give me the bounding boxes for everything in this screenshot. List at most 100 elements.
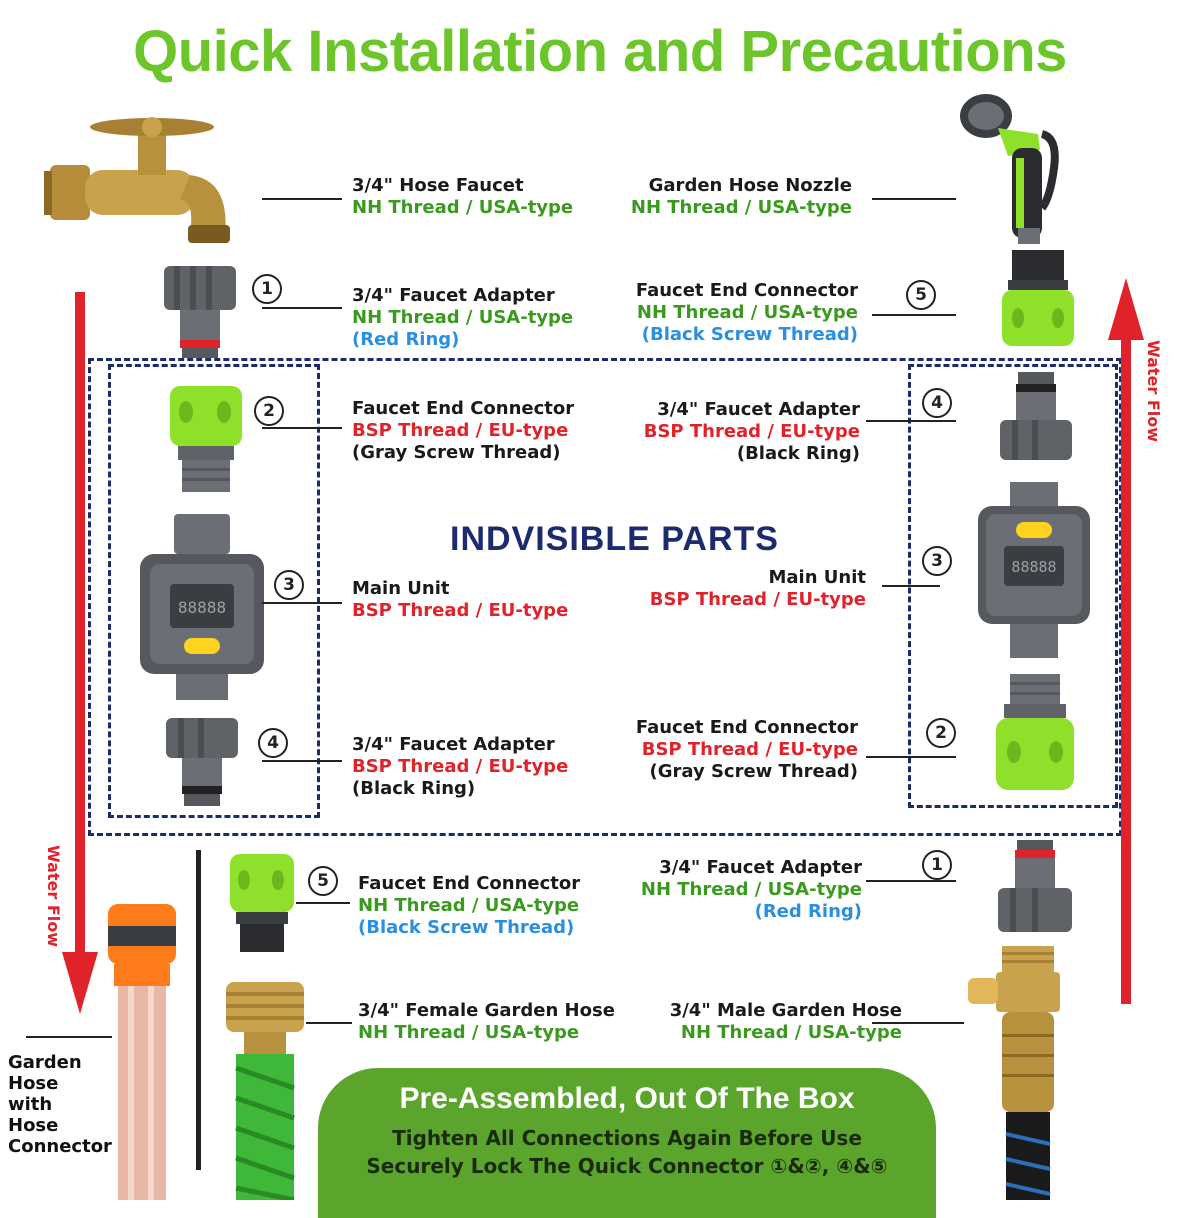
female-garden-hose-image xyxy=(220,978,310,1200)
adapter4-label-right-thread: BSP Thread / EU-type xyxy=(644,421,860,443)
connector5-label-right: Faucet End Connector NH Thread / USA-typ… xyxy=(636,280,858,346)
connector2-label-left-thread: BSP Thread / EU-type xyxy=(352,420,574,442)
adapter4-leader-line-right xyxy=(866,420,956,422)
faucet-end-connector-gray-thread-image-right xyxy=(994,672,1076,792)
adapter4-label-right: 3/4" Faucet Adapter BSP Thread / EU-type… xyxy=(644,399,860,465)
connector5-label-left-title: Faucet End Connector xyxy=(358,873,580,895)
main-unit-leader-line-right xyxy=(882,585,940,587)
faucet-adapter-red-ring-image-right xyxy=(996,838,1074,936)
adapter1-leader-line-left xyxy=(262,307,342,309)
female-hose-leader-line xyxy=(306,1022,352,1024)
adapter1-label-right-title: 3/4" Faucet Adapter xyxy=(641,857,862,879)
nozzle-label-thread: NH Thread / USA-type xyxy=(631,197,852,219)
adapter4-leader-line-left xyxy=(262,760,342,762)
connector5-label-right-note: (Black Screw Thread) xyxy=(636,324,858,346)
main-unit-label-right-title: Main Unit xyxy=(650,567,866,589)
connector5-label-right-title: Faucet End Connector xyxy=(636,280,858,302)
connector2-label-right: Faucet End Connector BSP Thread / EU-typ… xyxy=(636,717,858,783)
right-water-flow-label: Water Flow xyxy=(1144,340,1163,442)
male-hose-label-thread: NH Thread / USA-type xyxy=(670,1022,902,1044)
step-5-badge-left: 5 xyxy=(308,866,338,896)
connector2-leader-line-right xyxy=(866,756,956,758)
main-unit-image-right: 88888 xyxy=(974,480,1094,660)
step-3-badge-left: 3 xyxy=(274,570,304,600)
banner-line-2: Securely Lock The Quick Connector ①&②, ④… xyxy=(318,1152,936,1180)
male-hose-label: 3/4" Male Garden Hose NH Thread / USA-ty… xyxy=(670,1000,902,1044)
garden-hose-connector-image xyxy=(100,900,184,1200)
page-title: Quick Installation and Precautions xyxy=(0,18,1200,85)
brass-faucet-image xyxy=(40,105,240,250)
adapter4-label-left-thread: BSP Thread / EU-type xyxy=(352,756,568,778)
nozzle-label: Garden Hose Nozzle NH Thread / USA-type xyxy=(631,175,852,219)
indivisible-parts-label: INDVISIBLE PARTS xyxy=(450,520,779,559)
female-hose-label-thread: NH Thread / USA-type xyxy=(358,1022,615,1044)
connector5-label-left-note: (Black Screw Thread) xyxy=(358,917,580,939)
adapter1-label-right-note: (Red Ring) xyxy=(641,901,862,923)
connector2-label-right-title: Faucet End Connector xyxy=(636,717,858,739)
adapter1-label-left-note: (Red Ring) xyxy=(352,329,573,351)
main-unit-label-left-thread: BSP Thread / EU-type xyxy=(352,600,568,622)
main-unit-image-left: 88888 xyxy=(136,512,268,702)
male-garden-hose-image xyxy=(966,944,1076,1200)
main-unit-leader-line-left xyxy=(262,602,342,604)
adapter1-label-left-title: 3/4" Faucet Adapter xyxy=(352,285,573,307)
connector2-leader-line-left xyxy=(262,427,342,429)
connector5-leader-line-left xyxy=(296,902,350,904)
step-1-badge-left: 1 xyxy=(252,274,282,304)
step-4-badge-left: 4 xyxy=(258,728,288,758)
main-unit-label-left-title: Main Unit xyxy=(352,578,568,600)
male-hose-label-title: 3/4" Male Garden Hose xyxy=(670,1000,902,1022)
step-1-badge-right: 1 xyxy=(922,850,952,880)
step-2-badge-right: 2 xyxy=(926,718,956,748)
adapter4-label-right-title: 3/4" Faucet Adapter xyxy=(644,399,860,421)
separator-bar xyxy=(196,850,201,1170)
garden-hose-nozzle-image xyxy=(958,88,1062,244)
adapter1-label-left-thread: NH Thread / USA-type xyxy=(352,307,573,329)
faucet-label: 3/4" Hose Faucet NH Thread / USA-type xyxy=(352,175,573,219)
step-5-badge-right: 5 xyxy=(906,280,936,310)
faucet-end-connector-gray-thread-image xyxy=(168,384,244,496)
banner-line-1: Tighten All Connections Again Before Use xyxy=(318,1124,936,1152)
garden-hose-label: Garden Hose with Hose Connector xyxy=(8,1052,108,1157)
main-unit-label-right-thread: BSP Thread / EU-type xyxy=(650,589,866,611)
faucet-adapter-black-ring-image-right xyxy=(998,370,1074,462)
garden-hose-label-text: Garden Hose with Hose Connector xyxy=(8,1052,112,1157)
connector2-label-right-note: (Gray Screw Thread) xyxy=(636,761,858,783)
adapter4-label-right-note: (Black Ring) xyxy=(644,443,860,465)
nozzle-label-title: Garden Hose Nozzle xyxy=(631,175,852,197)
connector5-label-right-thread: NH Thread / USA-type xyxy=(636,302,858,324)
main-unit-label-right: Main Unit BSP Thread / EU-type xyxy=(650,567,866,611)
adapter1-label-left: 3/4" Faucet Adapter NH Thread / USA-type… xyxy=(352,285,573,351)
adapter1-label-right-thread: NH Thread / USA-type xyxy=(641,879,862,901)
step-2-badge-left: 2 xyxy=(254,396,284,426)
adapter1-leader-line-right xyxy=(866,880,956,882)
connector2-label-right-thread: BSP Thread / EU-type xyxy=(636,739,858,761)
faucet-adapter-red-ring-image xyxy=(160,262,240,362)
nozzle-leader-line xyxy=(872,198,956,200)
adapter4-label-left-note: (Black Ring) xyxy=(352,778,568,800)
connector2-label-left-note: (Gray Screw Thread) xyxy=(352,442,574,464)
adapter1-label-right: 3/4" Faucet Adapter NH Thread / USA-type… xyxy=(641,857,862,923)
faucet-leader-line xyxy=(262,198,342,200)
faucet-label-title: 3/4" Hose Faucet xyxy=(352,175,573,197)
faucet-label-thread: NH Thread / USA-type xyxy=(352,197,573,219)
connector5-label-left-thread: NH Thread / USA-type xyxy=(358,895,580,917)
connector2-label-left-title: Faucet End Connector xyxy=(352,398,574,420)
pre-assembled-banner: Pre-Assembled, Out Of The Box Tighten Al… xyxy=(318,1068,936,1218)
faucet-end-connector-black-thread-image-right xyxy=(1000,248,1076,348)
adapter4-label-left: 3/4" Faucet Adapter BSP Thread / EU-type… xyxy=(352,734,568,800)
main-unit-label-left: Main Unit BSP Thread / EU-type xyxy=(352,578,568,622)
adapter4-label-left-title: 3/4" Faucet Adapter xyxy=(352,734,568,756)
step-3-badge-right: 3 xyxy=(922,546,952,576)
svg-text:88888: 88888 xyxy=(1011,558,1056,576)
left-water-flow-label: Water Flow xyxy=(44,845,63,947)
faucet-end-connector-black-thread-image-left xyxy=(228,852,296,956)
connector5-leader-line-right xyxy=(872,314,956,316)
left-water-flow-arrow xyxy=(62,292,98,1022)
faucet-adapter-black-ring-image-left xyxy=(164,716,240,810)
female-hose-label: 3/4" Female Garden Hose NH Thread / USA-… xyxy=(358,1000,615,1044)
banner-heading: Pre-Assembled, Out Of The Box xyxy=(318,1082,936,1116)
connector5-label-left: Faucet End Connector NH Thread / USA-typ… xyxy=(358,873,580,939)
svg-text:88888: 88888 xyxy=(178,598,226,617)
right-water-flow-arrow xyxy=(1108,278,1144,1004)
